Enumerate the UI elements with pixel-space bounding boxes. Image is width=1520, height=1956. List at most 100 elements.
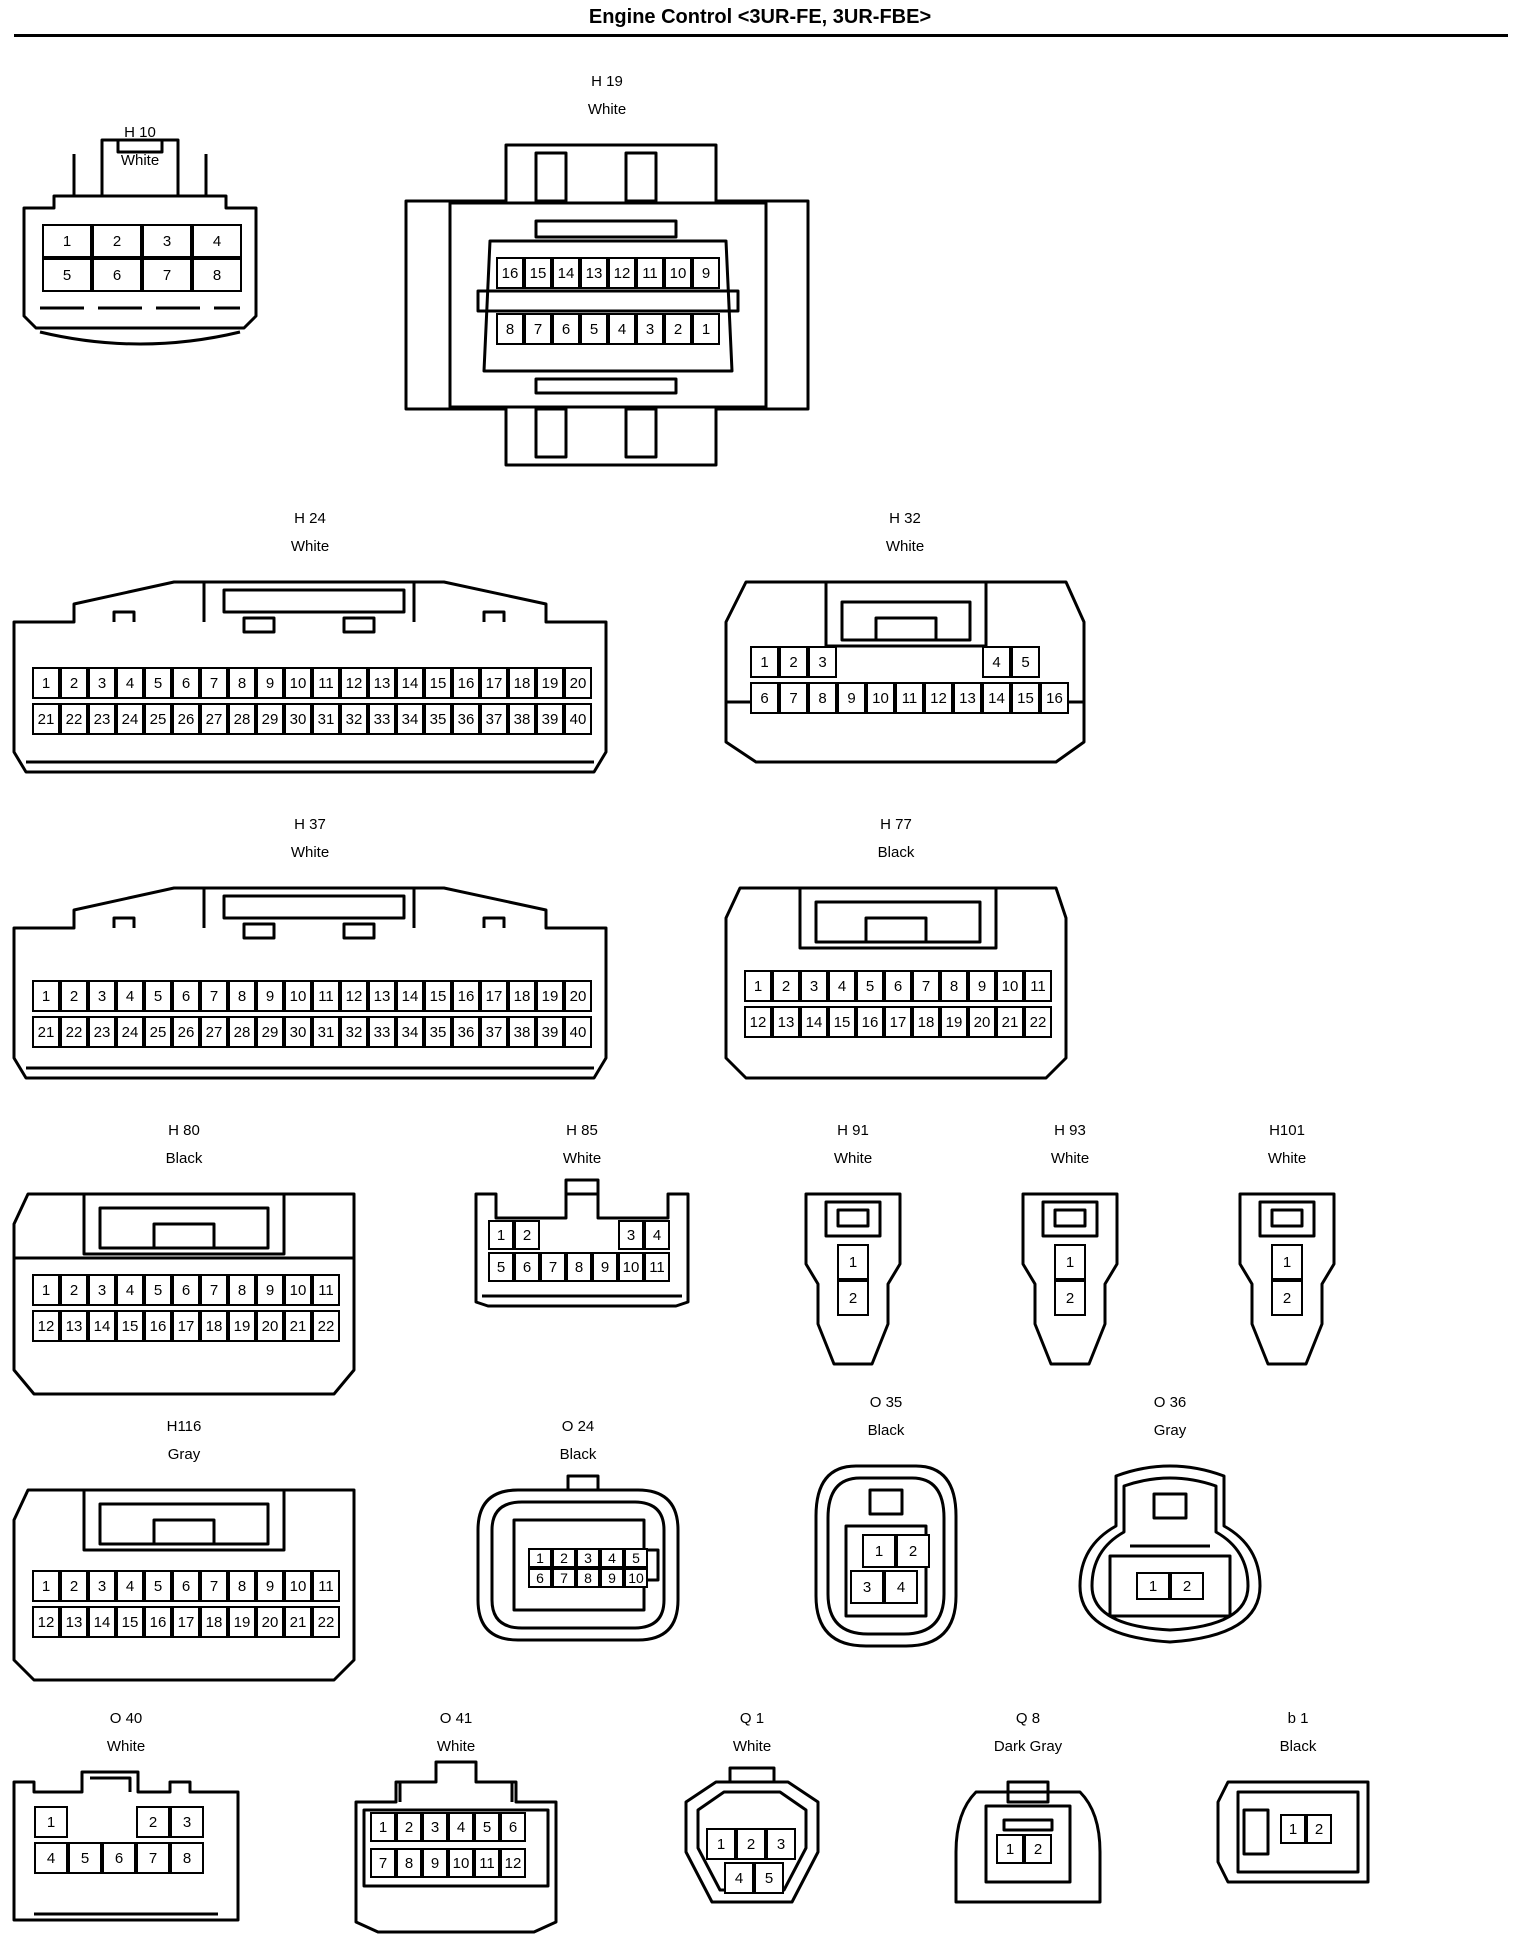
pin-cell: 38 xyxy=(508,1016,536,1048)
pin-cell: 39 xyxy=(536,703,564,735)
pin-cell: 11 xyxy=(1024,970,1052,1002)
connector-housing xyxy=(1023,1194,1117,1364)
connector-housing xyxy=(14,1194,354,1394)
pin-cell: 2 xyxy=(664,313,692,345)
pin-cell: 1 xyxy=(862,1534,896,1568)
housing-outline xyxy=(828,1478,944,1634)
connector-color-label: Gray xyxy=(167,1446,201,1463)
housing-outline xyxy=(400,1782,512,1802)
pin-cell: 2 xyxy=(396,1812,422,1842)
housing-outline xyxy=(876,618,936,640)
pin-cell: 3 xyxy=(88,1274,116,1306)
pin-cell: 16 xyxy=(144,1606,172,1638)
pin-cell: 10 xyxy=(624,1568,648,1588)
pin-cell: 10 xyxy=(618,1252,644,1282)
pin-cell: 11 xyxy=(474,1848,500,1878)
connector-color-label: Black xyxy=(877,844,915,861)
pin-cell: 26 xyxy=(172,1016,200,1048)
pin-cell: 4 xyxy=(192,224,242,258)
pin-cell: 29 xyxy=(256,703,284,735)
connector-color-label: Gray xyxy=(1153,1422,1187,1439)
pin-cell: 5 xyxy=(144,980,172,1012)
pin-cell: 13 xyxy=(580,257,608,289)
pin-cell: 3 xyxy=(88,1570,116,1602)
pin-cell: 5 xyxy=(624,1548,648,1568)
pin-cell: 1 xyxy=(837,1244,869,1280)
pin-cell: 22 xyxy=(312,1310,340,1342)
pin-cell: 19 xyxy=(940,1006,968,1038)
pin-cell: 1 xyxy=(1054,1244,1086,1280)
pin-cell: 8 xyxy=(396,1848,422,1878)
housing-outline xyxy=(484,241,732,371)
connector-id-label: b 1 xyxy=(1287,1710,1309,1727)
connector-housing xyxy=(476,1194,688,1306)
pin-cell: 6 xyxy=(750,682,779,714)
housing-outline xyxy=(956,1792,1100,1902)
pin-cell: 21 xyxy=(284,1310,312,1342)
pin-cell: 5 xyxy=(580,313,608,345)
housing-outline xyxy=(114,612,504,622)
pin-cell: 9 xyxy=(592,1252,618,1282)
connector-color-label: White xyxy=(120,152,160,169)
housing-outline xyxy=(1080,1466,1260,1642)
pin-cell: 1 xyxy=(1136,1572,1170,1600)
pin-cell: 2 xyxy=(136,1806,170,1838)
pin-cell: 15 xyxy=(424,667,452,699)
pin-cell: 24 xyxy=(116,1016,144,1048)
housing-outline xyxy=(726,582,1084,762)
housing-outline xyxy=(1043,1202,1097,1236)
pin-cell: 3 xyxy=(766,1828,796,1860)
pin-cell: 13 xyxy=(772,1006,800,1038)
housing-outline xyxy=(450,203,766,407)
pin-cell: 14 xyxy=(396,667,424,699)
housing-outline xyxy=(476,1194,688,1306)
housing-outline xyxy=(478,1490,678,1640)
housing-outline xyxy=(800,888,996,948)
pin-cell: 4 xyxy=(116,1274,144,1306)
pin-cell: 30 xyxy=(284,703,312,735)
pin-cell: 12 xyxy=(32,1310,60,1342)
pin-cell: 3 xyxy=(576,1548,600,1568)
housing-outline xyxy=(356,1762,556,1932)
pin-cell: 6 xyxy=(514,1252,540,1282)
housing-outline xyxy=(1238,1792,1358,1872)
pin-cell: 1 xyxy=(1280,1814,1306,1844)
pin-cell: 20 xyxy=(564,980,592,1012)
pin-cell: 1 xyxy=(32,1570,60,1602)
housing-outline xyxy=(536,153,656,201)
pin-cell: 6 xyxy=(172,1570,200,1602)
housing-outline xyxy=(730,1768,774,1782)
housing-outline xyxy=(1272,1210,1302,1226)
housing-outline xyxy=(84,1490,284,1550)
housing-outline xyxy=(14,888,606,1078)
pin-cell: 6 xyxy=(92,258,142,292)
pin-cell: 10 xyxy=(664,257,692,289)
pin-cell: 9 xyxy=(600,1568,624,1588)
pin-cell: 10 xyxy=(866,682,895,714)
pin-cell: 10 xyxy=(284,667,312,699)
pin-cell: 3 xyxy=(170,1806,204,1838)
pin-cell: 36 xyxy=(452,1016,480,1048)
pin-cell: 21 xyxy=(996,1006,1024,1038)
pin-cell: 12 xyxy=(340,667,368,699)
pin-cell: 5 xyxy=(1011,646,1040,678)
connector-color-label: White xyxy=(587,101,627,118)
pin-cell: 17 xyxy=(884,1006,912,1038)
pin-cell: 4 xyxy=(116,1570,144,1602)
connector-housing xyxy=(14,582,606,782)
pin-cell: 5 xyxy=(856,970,884,1002)
pin-cell: 6 xyxy=(500,1812,526,1842)
housing-outline xyxy=(154,1224,214,1248)
pin-cell: 21 xyxy=(32,703,60,735)
connector-housing xyxy=(14,888,606,1088)
connector-color-label: Black xyxy=(1279,1738,1317,1755)
pin-cell: 1 xyxy=(528,1548,552,1568)
connector-id-label: H 24 xyxy=(294,510,326,527)
pin-cell: 12 xyxy=(32,1606,60,1638)
pin-cell: 8 xyxy=(576,1568,600,1588)
housing-outline xyxy=(726,888,1066,1078)
pin-cell: 16 xyxy=(144,1310,172,1342)
